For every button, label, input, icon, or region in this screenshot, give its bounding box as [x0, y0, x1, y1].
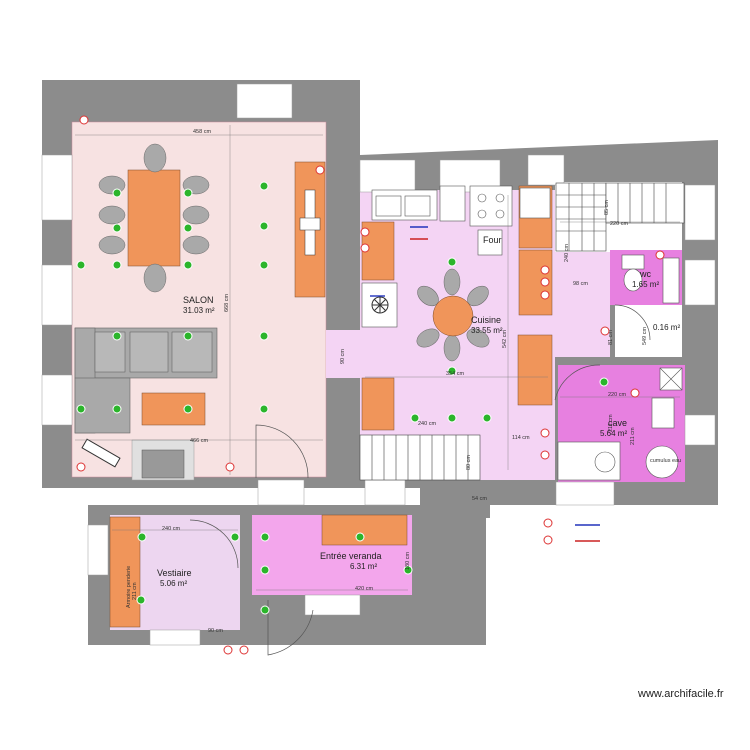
dim-wc-98: 98 cm [573, 281, 588, 287]
stairs-upper [555, 182, 685, 252]
dim-vest-90: 90 cm [208, 628, 223, 634]
wc-door [614, 304, 651, 341]
armoire-label: Armoire penderie [126, 566, 132, 608]
chair [143, 263, 167, 293]
round-table [416, 268, 490, 362]
dim-ver-180: 180 cm [405, 552, 411, 570]
dishwasher-icon [371, 296, 389, 314]
chair [98, 235, 126, 255]
dim-wc-81: 81 cm [608, 330, 614, 345]
dim-cave-211b: 211 cm [630, 427, 636, 445]
vestiaire-name: Vestiaire [157, 568, 192, 578]
dim-stair-220: 220 cm [610, 221, 628, 227]
small-area: 0.16 m² [653, 323, 680, 332]
dim-kitchen-54: 54 cm [472, 496, 487, 502]
dim-salon-bottom: 466 cm [190, 438, 208, 444]
wc-name: wc [639, 269, 651, 279]
cave-fixtures [557, 367, 683, 481]
dim-cave-220: 220 cm [608, 392, 626, 398]
cave-door [554, 364, 601, 401]
dim-kitchen-240: 240 cm [418, 421, 436, 427]
fireplace [131, 439, 195, 481]
sofa [74, 327, 218, 434]
wc-fixtures [621, 254, 680, 304]
salon-name: SALON [183, 295, 214, 305]
dim-kitchen-height: 542 cm [502, 330, 508, 348]
annex-wall-right [420, 488, 490, 518]
watermark: www.archifacile.fr [637, 688, 724, 700]
coffee-table [141, 392, 206, 426]
small-floor [615, 305, 682, 357]
four-label: Four [483, 235, 502, 245]
dim-stair-240v: 240 cm [564, 244, 570, 262]
dim-hall-90: 90 cm [340, 349, 346, 364]
dim-kitchen-114: 114 cm [512, 435, 530, 441]
radiator [81, 438, 121, 468]
dim-salon-top: 458 cm [193, 129, 211, 135]
room-labels: SALON 31.03 m² Cuisine 33.55 m² Four wc … [126, 235, 681, 608]
salon-door [255, 424, 309, 479]
vestiaire-door [189, 519, 239, 569]
chair [98, 205, 126, 225]
cave-name: cave [608, 418, 627, 428]
dim-vest-211: 211 cm [132, 582, 138, 600]
windows [41, 83, 716, 646]
outlets [76, 115, 665, 655]
veranda-console [321, 514, 408, 546]
veranda-area: 6.31 m² [350, 562, 377, 571]
chair [182, 235, 210, 255]
passage-floor [555, 252, 610, 357]
cumulus-label: cumulus eau [650, 458, 681, 464]
chair [143, 143, 167, 173]
dim-cave-211a: 211 cm [608, 414, 614, 432]
dim-kitchen-width: 354 cm [446, 371, 464, 377]
veranda-name: Entrée veranda [320, 551, 382, 561]
wc-area: 1.65 m² [632, 280, 659, 289]
wardrobe [109, 516, 141, 628]
cuisine-name: Cuisine [471, 315, 501, 325]
salon-area: 31.03 m² [183, 306, 215, 315]
dim-stair-85: 85 cm [604, 200, 610, 215]
dim-vest-240: 240 cm [162, 526, 180, 532]
tv-unit [294, 161, 326, 298]
dimension-lines [75, 125, 680, 591]
vestiaire-area: 5.06 m² [160, 579, 187, 588]
dim-salon-height: 668 cm [224, 294, 230, 312]
chair [182, 205, 210, 225]
cave-area: 5.64 m² [600, 429, 627, 438]
veranda-door [267, 600, 314, 656]
hall-floor [326, 330, 360, 378]
dim-wc-549: 549 cm [642, 327, 648, 345]
stairs-kitchen [359, 434, 481, 481]
dim-ver-420: 420 cm [355, 586, 373, 592]
dining-table [127, 169, 181, 267]
kitchen-appliances [361, 185, 551, 328]
dining-set [98, 143, 210, 293]
dimension-labels: 458 cm 668 cm 466 cm 90 cm 354 cm 542 cm… [132, 129, 648, 634]
dim-kitchen-80: 80 cm [466, 455, 472, 470]
cuisine-area: 33.55 m² [471, 326, 503, 335]
